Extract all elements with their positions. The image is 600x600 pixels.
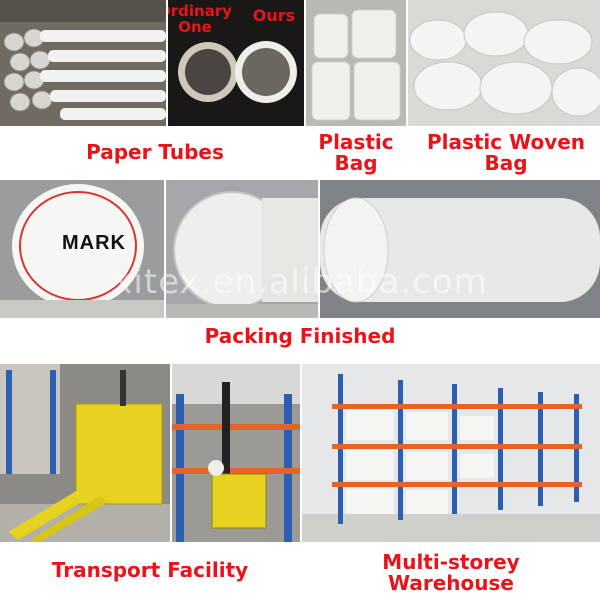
photo-tube-comparison: Ordinary One Ours: [168, 0, 304, 126]
caption-ordinary-one: Ordinary One: [168, 2, 232, 36]
caption-ours: Ours: [252, 6, 296, 25]
caption-band-row3: [0, 542, 600, 600]
caption-packing-finished: Packing Finished: [204, 324, 396, 348]
caption-band-row1: [0, 126, 600, 178]
photo-paper-tubes-stack: [0, 0, 166, 126]
photo-plastic-woven-bag: [408, 0, 600, 126]
photo-forklift: [172, 364, 300, 542]
caption-plastic-woven-bag: Plastic Woven Bag: [426, 130, 586, 175]
label-mark: MARK: [62, 232, 126, 254]
photo-packed-roll-mark: MARK: [0, 180, 164, 318]
caption-band-row2: [0, 318, 600, 360]
photo-packed-roll-woven: [166, 180, 318, 318]
caption-transport-facility: Transport Facility: [51, 558, 249, 582]
caption-paper-tubes: Paper Tubes: [86, 140, 224, 164]
photo-warehouse: [302, 364, 600, 542]
photo-packed-roll-long: [320, 180, 600, 318]
photo-pallet-truck: [0, 364, 170, 542]
photo-plastic-bag: [306, 0, 406, 126]
caption-plastic-bag: Plastic Bag: [318, 130, 394, 175]
caption-multi-storey-warehouse: Multi-storey Warehouse: [382, 550, 520, 595]
